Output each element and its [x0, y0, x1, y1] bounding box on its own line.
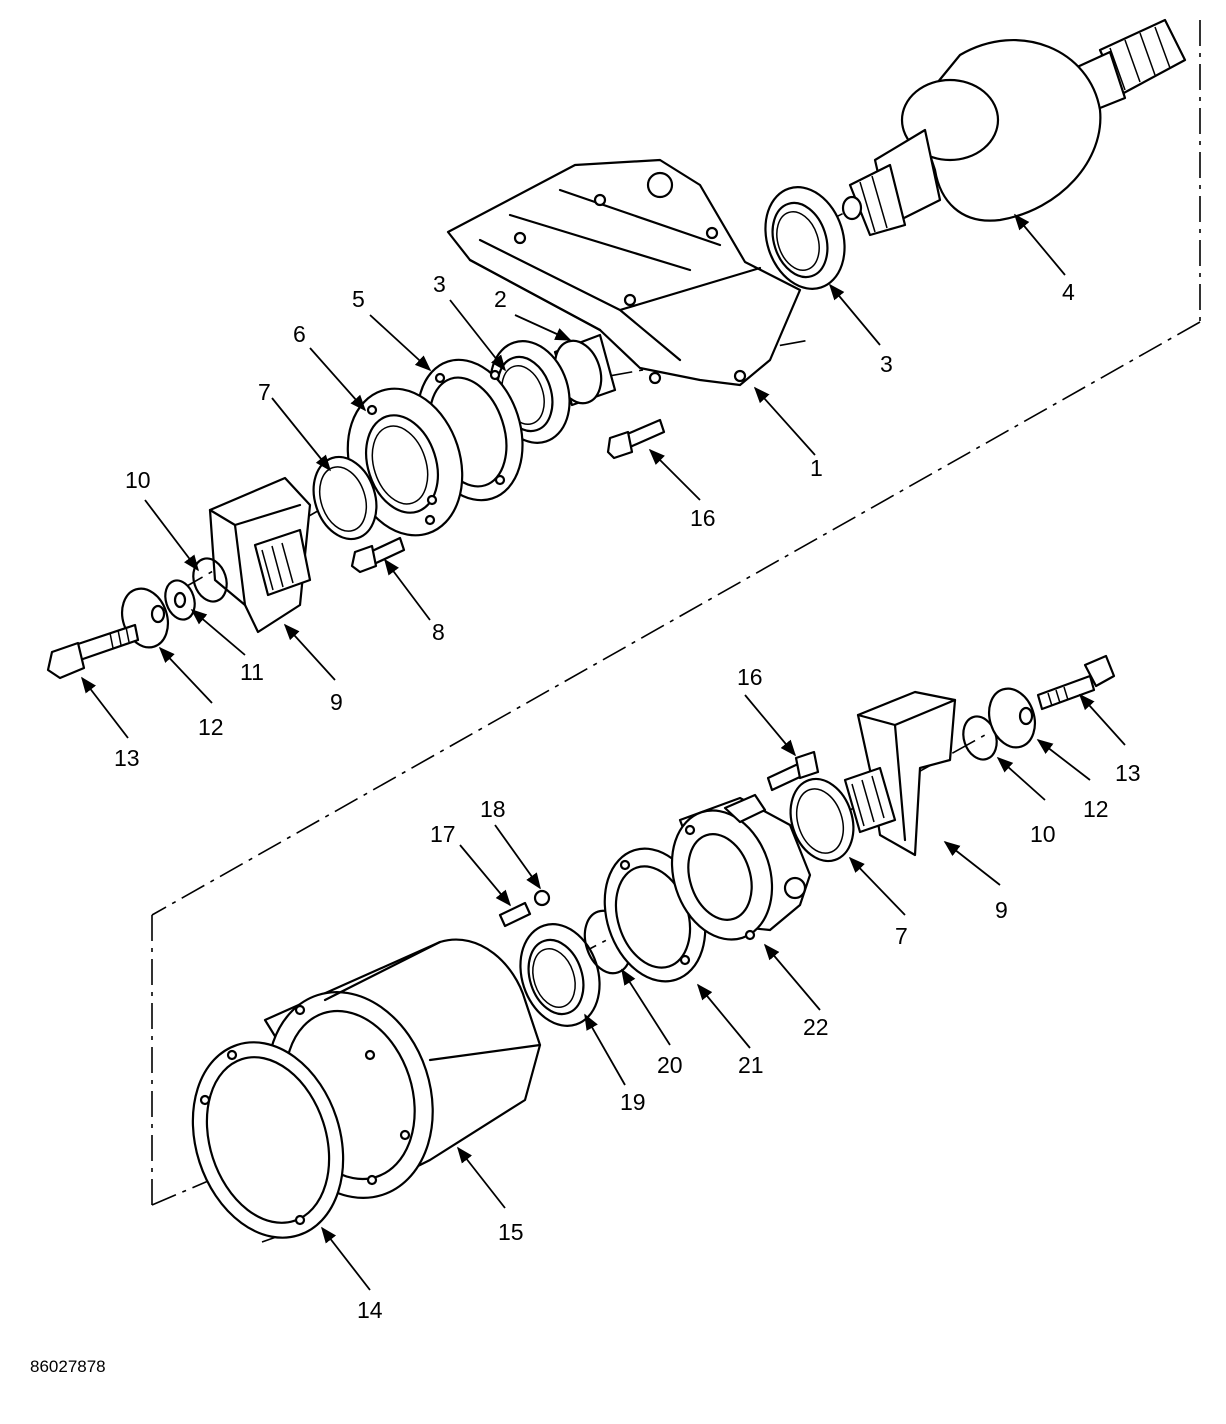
part-14-gasket — [191, 1041, 345, 1239]
part-1-support-bracket — [446, 158, 802, 387]
callout-16-lower: 16 — [737, 664, 763, 690]
part-2-spacer — [553, 333, 617, 407]
callout-15: 15 — [498, 1219, 524, 1245]
callout-labels: 1 2 3 3 4 5 6 7 8 9 10 11 12 13 16 16 9 … — [114, 271, 1141, 1323]
part-12-washer-plate-lower — [988, 687, 1036, 749]
part-7-seal-upper — [312, 455, 378, 541]
part-7-seal-lower — [789, 777, 855, 863]
callout-9-upper: 9 — [330, 689, 343, 715]
callout-13-upper: 13 — [114, 745, 140, 771]
part-13-bolt-lower — [1036, 654, 1116, 711]
callout-20: 20 — [657, 1052, 683, 1078]
reference-number: 86027878 — [30, 1357, 106, 1376]
part-3-bearing-right — [764, 186, 846, 290]
callout-8: 8 — [432, 619, 445, 645]
part-16-bolt-upper — [606, 418, 666, 460]
part-22-bearing-housing — [670, 793, 812, 941]
callout-7-lower: 7 — [895, 923, 908, 949]
part-9-yoke-upper — [208, 476, 312, 634]
callout-3-left: 3 — [433, 271, 446, 297]
part-9-yoke-lower — [843, 690, 957, 857]
callout-10-upper: 10 — [125, 467, 151, 493]
callout-7-upper: 7 — [258, 379, 271, 405]
callout-10-lower: 10 — [1030, 821, 1056, 847]
callout-11: 11 — [240, 659, 264, 685]
callout-18: 18 — [480, 796, 506, 822]
callout-16-upper: 16 — [690, 505, 716, 531]
callout-4: 4 — [1062, 279, 1075, 305]
part-4-drive-shaft — [841, 18, 1187, 237]
part-17-pin — [498, 901, 532, 928]
part-10-o-ring-upper — [192, 557, 228, 603]
part-8-bolt — [350, 536, 406, 574]
part-11-washer — [164, 579, 196, 621]
callout-17: 17 — [430, 821, 456, 847]
callout-3-right: 3 — [880, 351, 893, 377]
callout-19: 19 — [620, 1089, 646, 1115]
callout-21: 21 — [738, 1052, 764, 1078]
callout-22: 22 — [803, 1014, 829, 1040]
part-13-bolt-upper — [46, 623, 140, 680]
part-18-ball — [533, 889, 551, 907]
callout-1: 1 — [810, 455, 823, 481]
callout-12-upper: 12 — [198, 714, 224, 740]
part-16-bolt-lower — [766, 750, 820, 792]
callout-9-lower: 9 — [995, 897, 1008, 923]
callout-6: 6 — [293, 321, 306, 347]
callout-12-lower: 12 — [1083, 796, 1109, 822]
callout-13-lower: 13 — [1115, 760, 1141, 786]
leader-lines — [81, 213, 1126, 1291]
part-19-bearing — [519, 923, 601, 1027]
callout-2: 2 — [494, 286, 507, 312]
callout-5: 5 — [352, 286, 365, 312]
callout-14: 14 — [357, 1297, 383, 1323]
part-15-housing — [263, 938, 542, 1199]
